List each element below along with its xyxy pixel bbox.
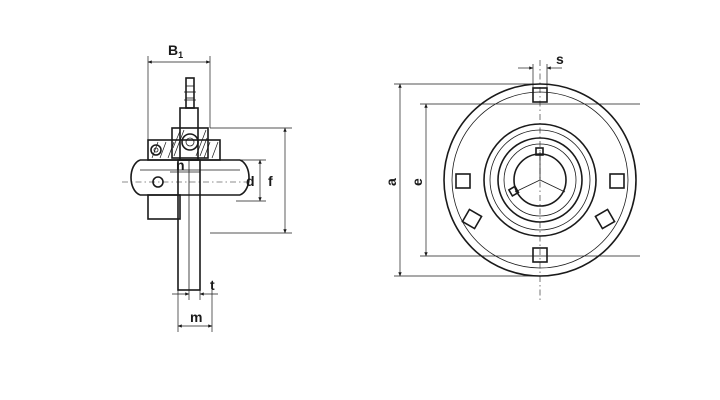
dim-s: s [518, 51, 564, 88]
dim-a: a [383, 83, 540, 277]
set-screw-left [507, 185, 520, 198]
label-m: m [190, 309, 202, 325]
label-n: n [176, 157, 185, 173]
svg-text:B1: B1 [168, 42, 183, 60]
grease-nipple [184, 77, 196, 109]
shaft [130, 159, 250, 196]
label-f: f [268, 173, 273, 189]
dim-f: f [210, 127, 292, 234]
dim-n: n [170, 157, 200, 173]
dim-e: e [409, 103, 640, 257]
label-a: a [383, 178, 399, 186]
dim-m: m [177, 290, 213, 332]
bolt-hole-right [609, 173, 625, 189]
set-screw-top [535, 147, 544, 156]
label-e: e [409, 178, 425, 186]
label-d: d [246, 173, 255, 189]
housing-boss [147, 194, 181, 220]
bolt-hole-bottom [532, 247, 548, 263]
dim-d: d [236, 159, 266, 202]
bolt-hole-lower-right [594, 208, 616, 230]
front-view: s a e [383, 51, 640, 300]
side-view: B1 n d f t [122, 42, 292, 332]
label-t: t [210, 277, 215, 293]
bolt-hole-lower-left [461, 208, 483, 230]
label-B: B [168, 42, 178, 58]
bearing-section [171, 127, 209, 159]
dim-B1: B1 [147, 42, 211, 140]
dim-t: t [172, 277, 218, 300]
label-s: s [556, 51, 564, 67]
label-B-sub: 1 [178, 50, 183, 60]
bolt-hole-left [455, 173, 471, 189]
